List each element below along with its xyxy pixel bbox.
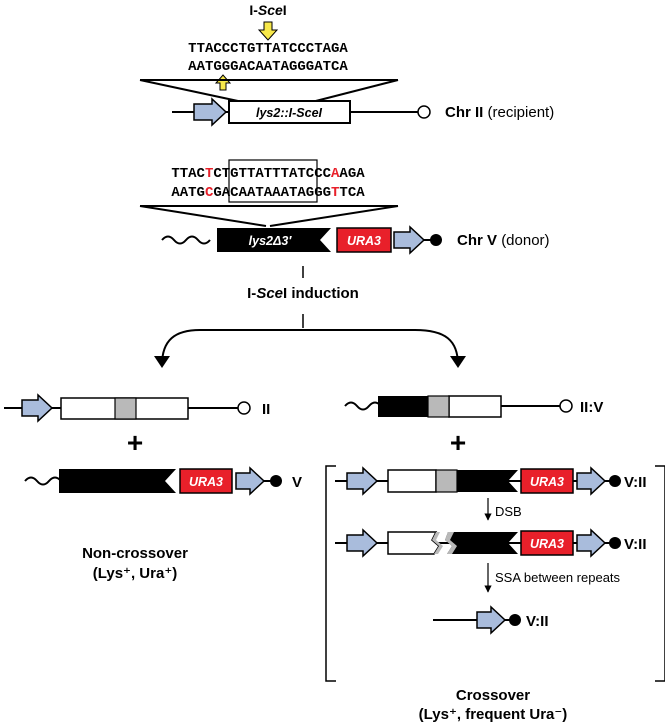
ssa-step-label: SSA between repeats	[495, 570, 621, 585]
donor-top-segment: T	[205, 166, 213, 182]
induction-section: I-SceI induction	[154, 266, 466, 368]
telomere-wave-icon	[161, 235, 211, 245]
donor-bottom-segment: GAC	[213, 185, 239, 201]
chr-ii-label: Chr II (recipient)	[445, 104, 554, 121]
lys2-delta-label: lys2Δ3′	[249, 234, 293, 248]
donor-section: TTACTCTGTTATTTATCCCAAGA AATGCGACAATAAATA…	[139, 159, 550, 255]
induction-label: I-SceI induction	[247, 285, 359, 302]
non-crossover-title: Non-crossover	[82, 545, 188, 562]
cut-arrow-up-icon	[214, 74, 232, 91]
homology-box	[228, 159, 318, 203]
donor-top-segment: TTATTTATC	[239, 166, 315, 182]
ura3-box	[336, 227, 392, 253]
donor-bottom-segment: AATG	[171, 185, 205, 201]
centromere-filled-icon	[430, 234, 442, 246]
cut-arrow-down-icon	[257, 21, 279, 41]
left-plus: +	[127, 427, 143, 458]
recipient-seq-top: TTACCCTGTTATCCCTAGA	[188, 41, 348, 57]
gene-conversion-tract	[114, 397, 137, 420]
repeat-arrow-icon	[576, 528, 607, 558]
donor-top-segment: A	[331, 166, 340, 182]
repeat-arrow-icon	[576, 466, 607, 496]
donor-top-segment: AGA	[339, 166, 365, 182]
ura3-label: URA3	[347, 234, 381, 248]
recipient-seq-bottom: AATGGGACAATAGGGATCA	[188, 59, 348, 75]
donor-seq-bottom: AATGCGACAATAAATAGGGTTCA	[171, 185, 365, 201]
centromere-icon	[417, 105, 431, 119]
svg-text:URA3: URA3	[189, 475, 223, 489]
svg-text:URA3: URA3	[530, 475, 564, 489]
lys2-delta-box	[217, 228, 331, 252]
lys2-isce1-label: lys2::I-SceI	[256, 106, 323, 120]
crossover-phenotype: (Lys⁺, frequent Ura⁻)	[419, 706, 568, 723]
repeat-arrow-icon	[393, 225, 426, 255]
right-chr-iiv-label: II:V	[580, 399, 603, 416]
crossover-title: Crossover	[456, 687, 530, 704]
dsb-step-label: DSB	[495, 504, 522, 519]
donor-top-segment: TTAC	[171, 166, 205, 182]
dsb-right-end	[445, 532, 518, 554]
dsb-left-end	[387, 531, 440, 555]
svg-text:URA3: URA3	[530, 537, 564, 551]
non-crossover-phenotype: (Lys⁺, Ura⁺)	[93, 565, 177, 582]
repeat-arrow-icon	[193, 97, 228, 127]
repeat-arrow-icon	[21, 393, 54, 423]
recipient-section: I-SceI TTACCCTGTTATCCCTAGA AATGGGACAATAG…	[139, 2, 554, 127]
repeat-arrow-icon	[346, 528, 379, 558]
isce1-site-label: I-SceI	[249, 2, 286, 18]
left-chr-ii-label: II	[262, 401, 270, 418]
branch-arrow-right-icon	[450, 356, 466, 368]
chr-v-label: Chr V (donor)	[457, 232, 550, 249]
branch-arrow-left-icon	[154, 356, 170, 368]
repeat-arrow-icon	[235, 466, 266, 496]
donor-seq-top: TTACTCTGTTATTTATCCCAAGA	[171, 166, 365, 182]
donor-bottom-segment: AATAAATAG	[239, 185, 315, 201]
left-chr-v-label: V	[292, 474, 302, 491]
donor-bottom-segment: C	[205, 185, 214, 201]
right-chr-vii-label-1: V:II	[624, 474, 647, 491]
donor-bottom-segment: T	[331, 185, 339, 201]
repeat-arrow-icon	[476, 605, 507, 635]
lys2-isce1-box	[228, 100, 351, 124]
repeat-arrow-icon	[346, 466, 379, 496]
crossover-outcome: II:V + URA3 V:II DSB URA3 V:II	[325, 395, 665, 723]
right-chr-vii-label-2: V:II	[624, 536, 647, 553]
donor-top-segment: CC	[314, 166, 331, 182]
right-chr-vii-label-3: V:II	[526, 613, 549, 630]
non-crossover-outcome: II + URA3 V Non-crossover (Lys⁺, Ura⁺)	[4, 393, 302, 582]
donor-bottom-segment: TCA	[339, 185, 365, 201]
gene-conversion-tract	[427, 395, 450, 418]
donor-top-segment: CTG	[213, 166, 238, 182]
donor-bottom-segment: GG	[314, 185, 331, 201]
right-plus: +	[450, 427, 466, 458]
